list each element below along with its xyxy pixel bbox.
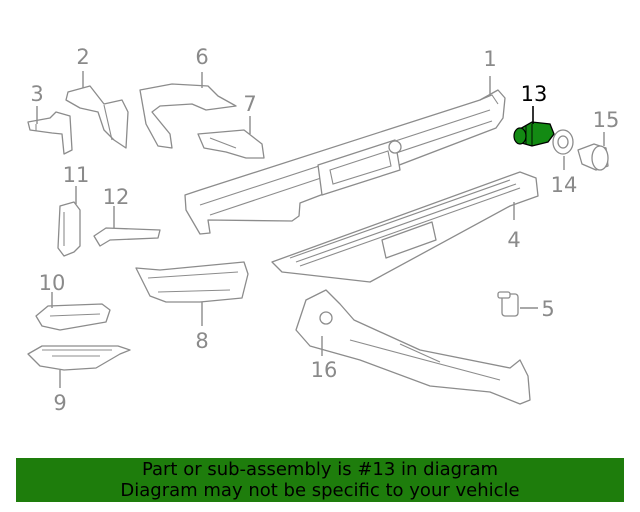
callout-11[interactable]: 11 [63,163,90,187]
part-12-brace[interactable] [93,227,161,247]
callout-1[interactable]: 1 [483,47,496,71]
parts-diagram: 1 2 3 4 5 6 7 8 9 10 11 12 13 14 15 16 [27,45,619,415]
callout-13[interactable]: 13 [521,82,548,106]
part-6-end-cap[interactable] [139,83,237,149]
callout-7[interactable]: 7 [243,92,256,116]
part-14-grommet[interactable] [552,129,574,155]
callout-5[interactable]: 5 [541,297,554,321]
part-13-sensor[interactable] [513,121,555,147]
callout-9[interactable]: 9 [53,391,66,415]
callout-10[interactable]: 10 [39,271,66,295]
callout-labels: 1 2 3 4 5 6 7 8 9 10 11 12 13 14 15 16 [30,45,619,415]
callout-8[interactable]: 8 [195,329,208,353]
callout-12[interactable]: 12 [103,185,130,209]
banner-line-2: Diagram may not be specific to your vehi… [120,480,520,501]
info-banner: Part or sub-assembly is #13 in diagram D… [16,458,624,502]
part-1-bumper-face-bar[interactable] [184,89,506,235]
callout-4[interactable]: 4 [507,228,520,252]
part-9-step[interactable] [27,345,131,371]
callout-15[interactable]: 15 [593,108,620,132]
part-3-bracket[interactable] [27,111,73,155]
banner-line-1: Part or sub-assembly is #13 in diagram [141,459,499,480]
part-10-step-pad[interactable] [35,303,111,331]
part-7-bracket[interactable] [197,129,265,159]
part-15-bezel[interactable] [577,143,609,171]
callout-16[interactable]: 16 [311,358,338,382]
part-16-frame-bracket[interactable] [295,289,531,405]
part-4-step-pad[interactable] [271,171,539,283]
callout-14[interactable]: 14 [551,173,578,197]
part-8-end-pad[interactable] [135,261,249,303]
leader-lines [36,71,605,388]
part-5-plug[interactable] [497,291,519,317]
callout-2[interactable]: 2 [76,45,89,69]
part-2-bracket[interactable] [65,85,129,149]
callout-3[interactable]: 3 [30,82,43,106]
part-11-bracket[interactable] [57,201,81,257]
callout-6[interactable]: 6 [195,45,208,69]
